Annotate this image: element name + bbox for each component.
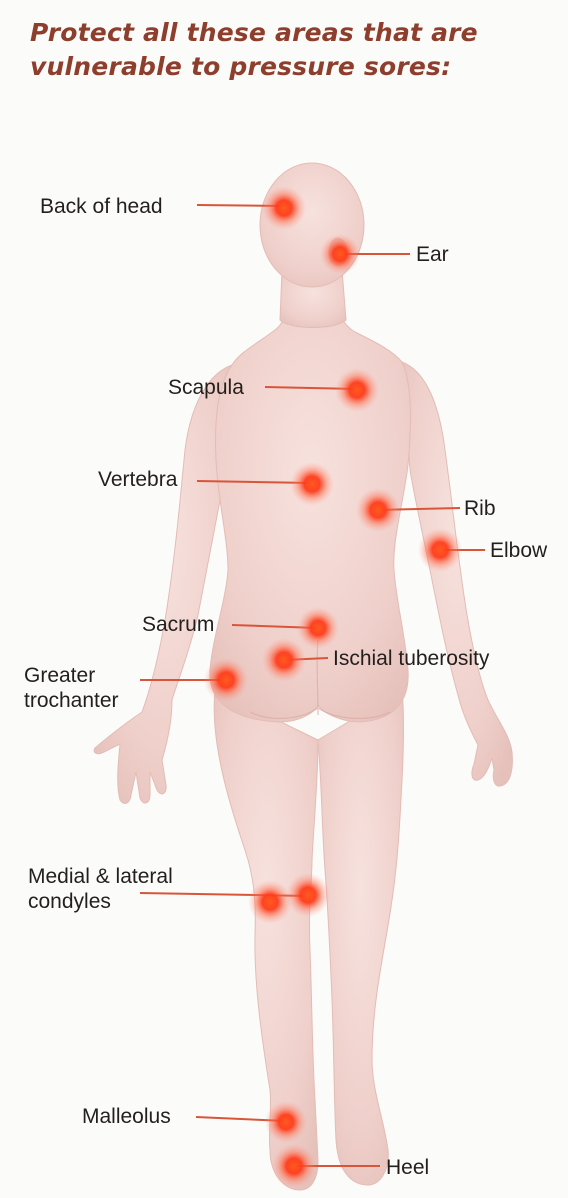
left-arm (94, 365, 232, 803)
label-vertebra: Vertebra (98, 467, 177, 492)
label-scapula: Scapula (168, 375, 244, 400)
pressure-point-medial-condyle (286, 873, 330, 917)
pressure-point-heel (272, 1144, 316, 1188)
right-leg (318, 690, 404, 1185)
label-condyles-line-1: Medial & lateral (28, 864, 173, 889)
pressure-point-scapula (335, 368, 379, 412)
pressure-point-malleolus (265, 1101, 307, 1143)
label-sacrum: Sacrum (142, 612, 214, 637)
pressure-point-elbow (418, 528, 462, 572)
label-ischial-tuberosity: Ischial tuberosity (333, 646, 489, 671)
pressure-point-back-of-head (262, 186, 306, 230)
pressure-point-rib (356, 488, 400, 532)
label-malleolus: Malleolus (82, 1104, 171, 1129)
title-line-2: vulnerable to pressure sores: (30, 50, 560, 84)
label-greater-trochanter-line-1: Greater (24, 663, 119, 688)
label-elbow: Elbow (490, 538, 547, 563)
label-back-of-head: Back of head (40, 194, 163, 219)
page-title: Protect all these areas that are vulnera… (30, 16, 560, 84)
title-line-1: Protect all these areas that are (30, 16, 560, 50)
pressure-point-vertebra (290, 462, 334, 506)
label-condyles: Medial & lateral condyles (28, 864, 173, 914)
pressure-point-lateral-condyle (248, 880, 292, 924)
pressure-point-ischial-tuberosity (262, 638, 306, 682)
pressure-point-greater-trochanter (204, 658, 248, 702)
label-greater-trochanter-line-2: trochanter (24, 688, 119, 713)
right-arm (402, 362, 512, 786)
pressure-point-ear (320, 234, 360, 274)
label-condyles-line-2: condyles (28, 889, 173, 914)
label-ear: Ear (416, 242, 449, 267)
body-silhouette (94, 163, 512, 1190)
pressure-point-sacrum (297, 607, 339, 649)
label-rib: Rib (464, 496, 496, 521)
label-heel: Heel (386, 1155, 429, 1180)
label-greater-trochanter: Greater trochanter (24, 663, 119, 713)
